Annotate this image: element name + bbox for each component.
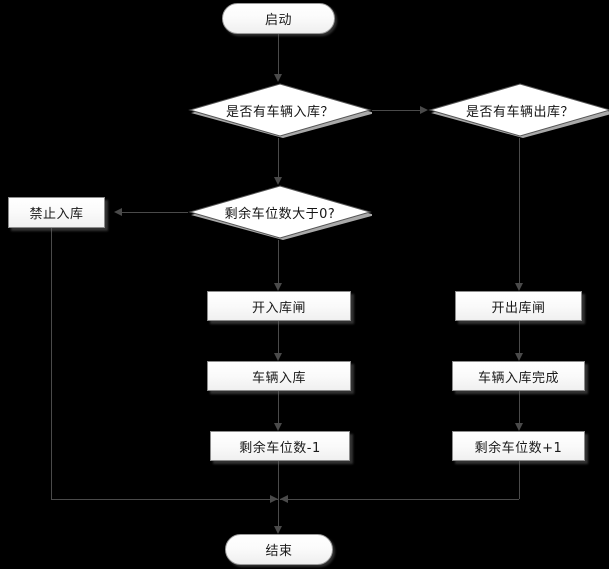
diamond-shape-exit bbox=[428, 83, 609, 138]
connector-start-to-entry bbox=[278, 33, 279, 74]
connector-vehicle-enter-to-slots-minus bbox=[278, 391, 279, 423]
node-vehicle-enter[interactable]: 车辆入库 bbox=[207, 361, 351, 391]
node-open-exit-gate[interactable]: 开出库闸 bbox=[455, 291, 582, 321]
node-end-label: 结束 bbox=[265, 544, 293, 559]
node-forbid-entry-label: 禁止入库 bbox=[29, 207, 84, 222]
diamond-shape-slots bbox=[188, 185, 372, 240]
node-decision-slots-label: 剩余车位数大于0? bbox=[224, 206, 336, 222]
arrowhead-forbid-merge bbox=[270, 495, 278, 503]
connector-entry-to-slots bbox=[278, 138, 279, 177]
arrowhead-slots-to-open-entry-gate bbox=[274, 283, 282, 291]
connector-open-exit-gate-to-done bbox=[519, 321, 520, 353]
arrowhead-done-to-slots-plus bbox=[515, 423, 523, 431]
connector-slots-plus-down bbox=[519, 461, 520, 499]
connector-entry-to-exit bbox=[372, 110, 420, 111]
node-slots-plus-one-label: 剩余车位数+1 bbox=[474, 440, 563, 456]
node-end[interactable]: 结束 bbox=[225, 534, 333, 565]
diamond-shape-entry bbox=[188, 83, 372, 138]
arrowhead-open-exit-gate-to-done bbox=[515, 353, 523, 361]
arrowhead-vehicle-enter-to-slots-minus bbox=[274, 423, 282, 431]
node-decision-exit-label: 是否有车辆出库？ bbox=[465, 104, 574, 120]
arrowhead-slots-to-forbid bbox=[114, 208, 122, 216]
node-slots-minus-one[interactable]: 剩余车位数-1 bbox=[210, 431, 350, 461]
connector-open-entry-gate-to-vehicle-enter bbox=[278, 321, 279, 353]
arrowhead-start-to-entry bbox=[274, 74, 282, 82]
node-decision-exit[interactable]: 是否有车辆出库？ bbox=[428, 82, 609, 138]
node-decision-entry-label: 是否有车辆入库？ bbox=[225, 104, 334, 120]
node-decision-slots[interactable]: 剩余车位数大于0? bbox=[188, 184, 372, 240]
connector-forbid-merge-horizontal bbox=[51, 499, 279, 500]
node-slots-minus-one-label: 剩余车位数-1 bbox=[239, 440, 321, 456]
connector-exit-to-open-exit-gate bbox=[519, 138, 520, 283]
node-start[interactable]: 启动 bbox=[222, 3, 335, 34]
connector-slots-plus-merge-horizontal bbox=[280, 499, 519, 500]
node-slots-plus-one[interactable]: 剩余车位数+1 bbox=[452, 431, 585, 461]
arrowhead-exit-to-open-exit-gate bbox=[515, 283, 523, 291]
arrowhead-merge-to-end bbox=[274, 526, 282, 534]
node-open-entry-gate[interactable]: 开入库闸 bbox=[207, 291, 351, 321]
arrowhead-slots-plus-merge bbox=[280, 495, 288, 503]
node-decision-entry[interactable]: 是否有车辆入库？ bbox=[188, 82, 372, 138]
connector-slots-to-open-entry-gate bbox=[278, 240, 279, 283]
arrowhead-open-entry-gate-to-vehicle-enter bbox=[274, 353, 282, 361]
node-vehicle-enter-label: 车辆入库 bbox=[251, 370, 306, 386]
node-start-label: 启动 bbox=[264, 13, 292, 28]
connector-slots-to-forbid bbox=[122, 212, 188, 213]
connector-done-to-slots-plus bbox=[519, 391, 520, 423]
node-forbid-entry[interactable]: 禁止入库 bbox=[8, 197, 105, 228]
arrowhead-entry-to-slots bbox=[274, 177, 282, 185]
node-open-entry-gate-label: 开入库闸 bbox=[251, 300, 306, 316]
connector-slots-minus-to-merge bbox=[278, 461, 279, 499]
connector-merge-to-end bbox=[278, 499, 279, 526]
arrowhead-entry-to-exit bbox=[420, 106, 428, 114]
node-open-exit-gate-label: 开出库闸 bbox=[491, 300, 546, 316]
connector-forbid-down bbox=[51, 228, 52, 499]
node-vehicle-enter-done[interactable]: 车辆入库完成 bbox=[452, 361, 585, 391]
node-vehicle-enter-done-label: 车辆入库完成 bbox=[477, 370, 559, 386]
